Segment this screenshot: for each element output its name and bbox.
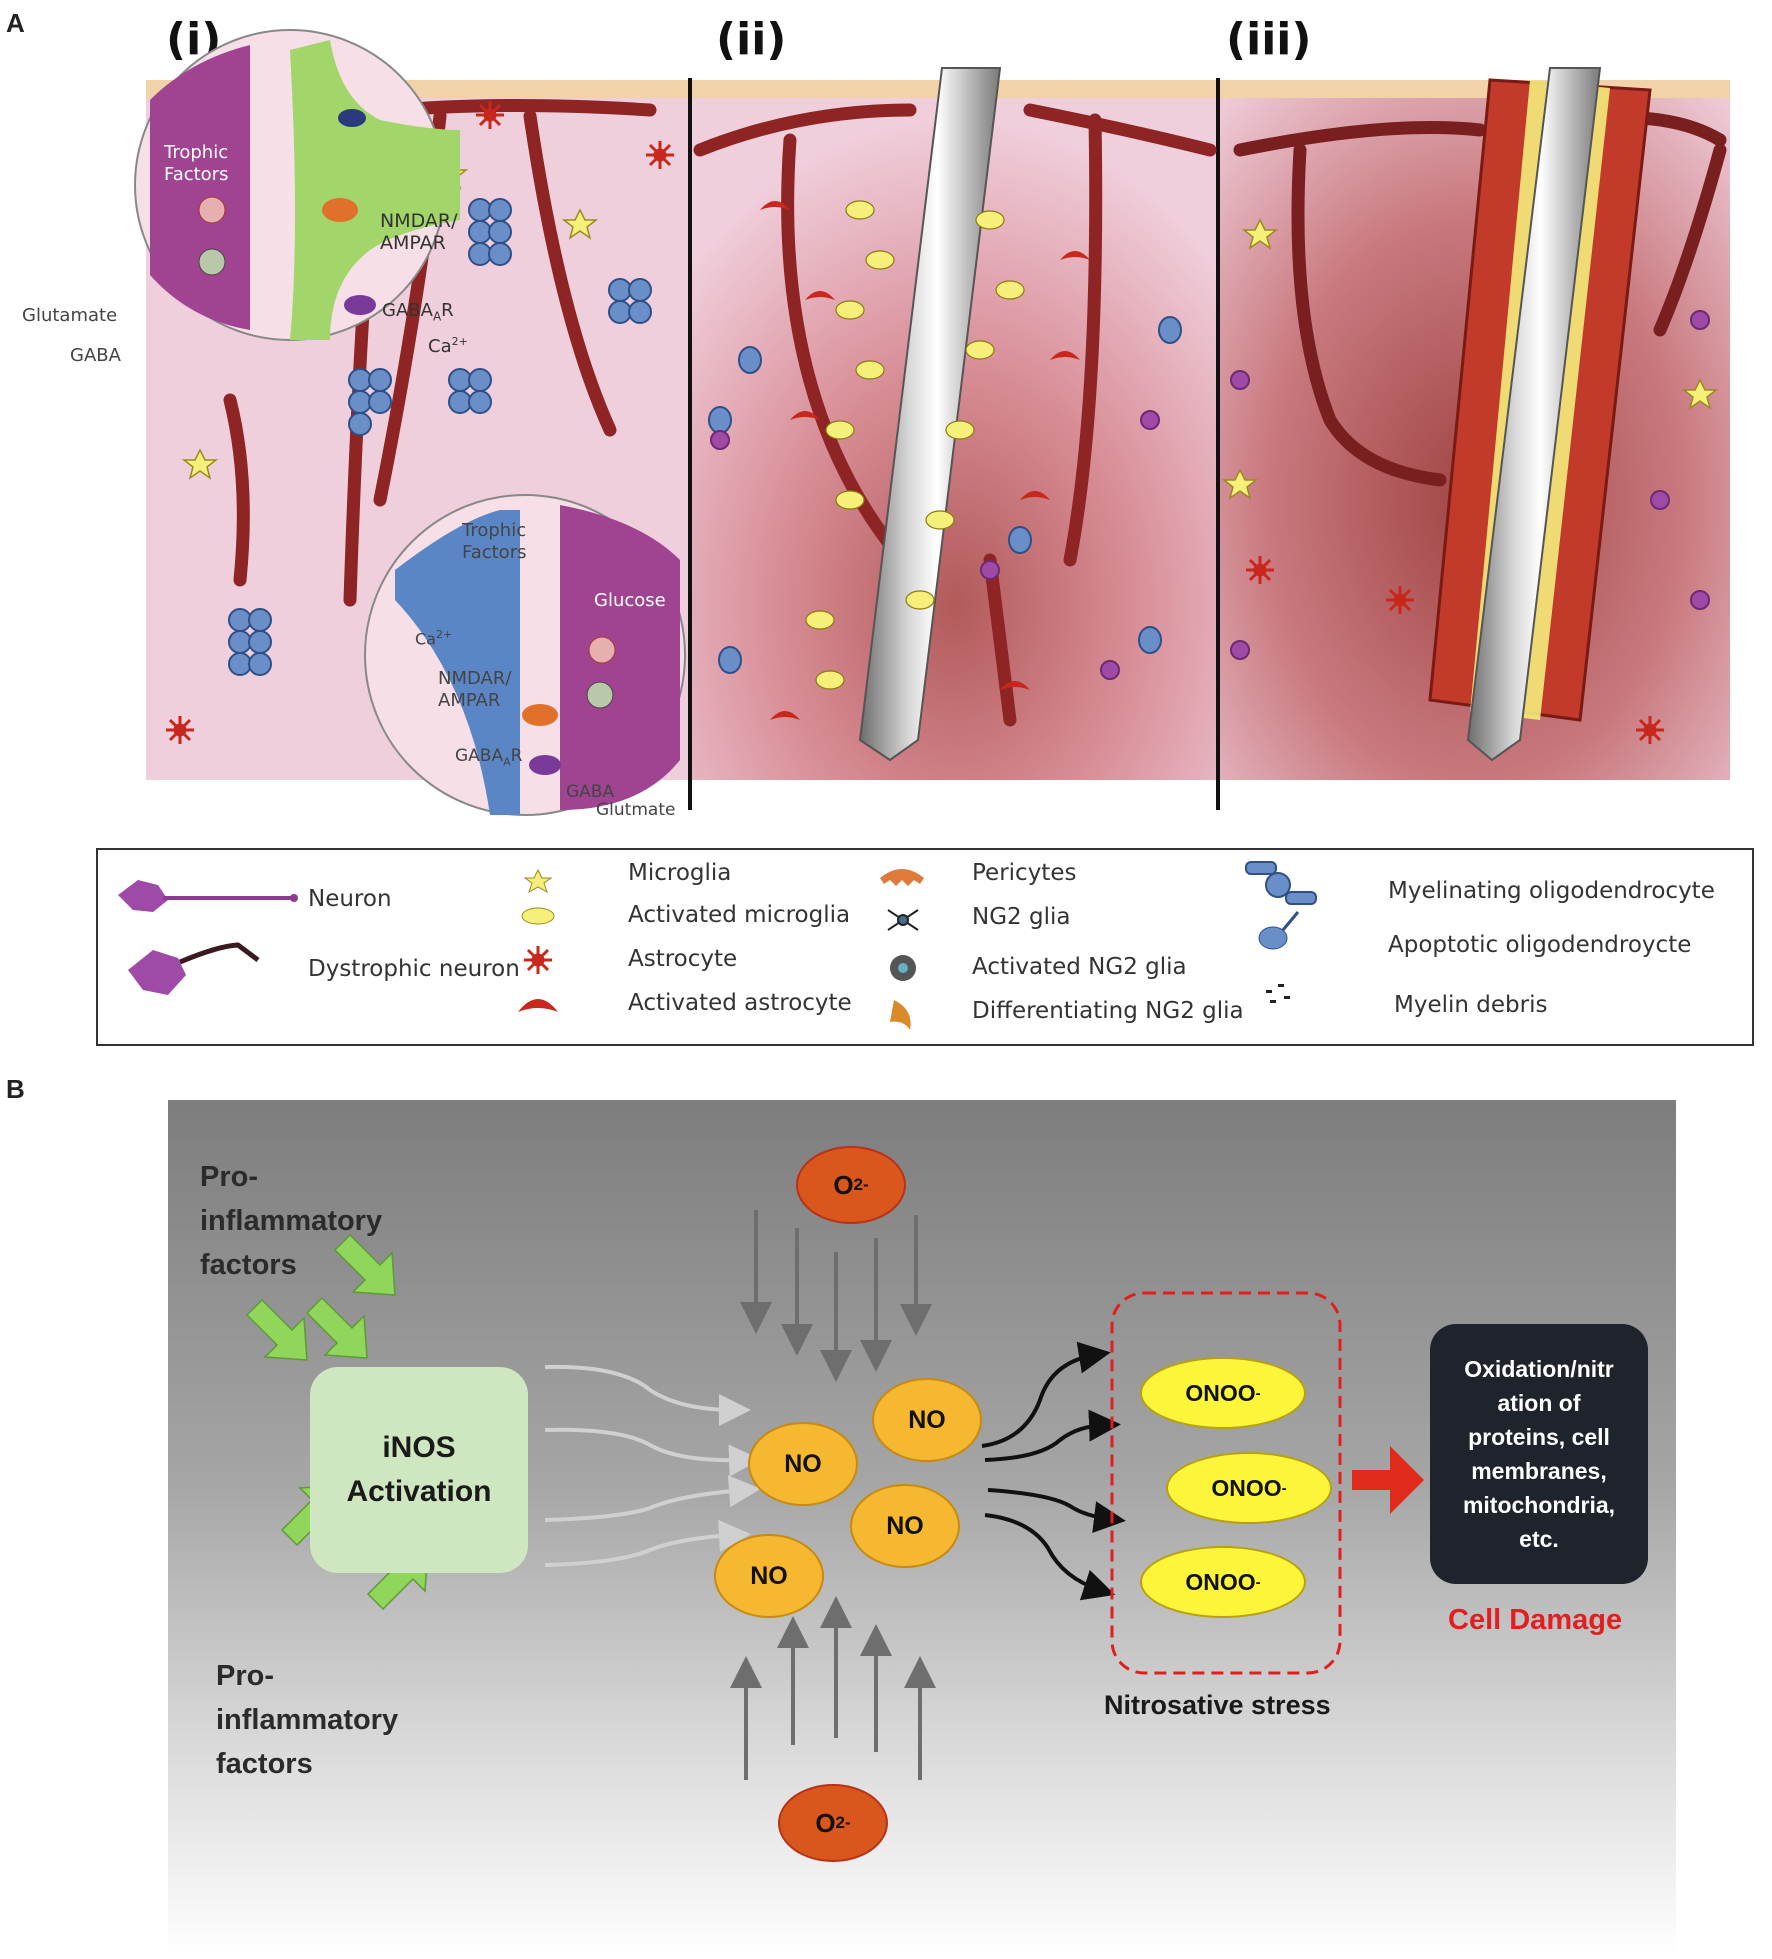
inset-bottom-trophic-label: Trophic Factors	[462, 520, 527, 563]
activated-astrocyte-icon	[518, 999, 558, 1012]
legend-myelin-debris: Myelin debris	[1394, 992, 1548, 1018]
no-molecule-1: NO	[872, 1378, 982, 1462]
legend-box: Neuron Dystrophic neuron Microglia Activ…	[96, 848, 1754, 1046]
legend-icons	[118, 861, 1317, 1030]
legend-differentiating-ng2-glia: Differentiating NG2 glia	[972, 998, 1244, 1024]
synapse-inset-top	[134, 29, 460, 341]
legend-neuron: Neuron	[308, 886, 392, 912]
ca-label-top: Ca2+	[428, 335, 468, 357]
legend-pericytes: Pericytes	[972, 860, 1077, 886]
ca-label-bottom: Ca2+	[415, 628, 453, 649]
activated-ng2-glia-icon	[890, 955, 916, 981]
no-to-onoo-arrows	[981, 1341, 1126, 1601]
legend-dystrophic-neuron: Dystrophic neuron	[308, 956, 520, 982]
dystrophic-neuron-icon	[128, 942, 260, 995]
legend-microglia: Microglia	[628, 860, 732, 886]
inset-top-glutamate-label: Glutamate	[22, 305, 118, 326]
subpanel-label-ii: (ii)	[716, 14, 787, 65]
inset-bottom-gaba-label: GABA	[566, 782, 615, 802]
panel-b-label: B	[6, 1074, 25, 1104]
astrocyte-icon	[524, 946, 552, 974]
inset-bottom-gabaar-label: GABAAR	[455, 746, 523, 769]
electrode-iii	[1466, 67, 1602, 762]
cell-damage-label: Cell Damage	[1448, 1604, 1623, 1636]
red-block-arrow	[1352, 1446, 1424, 1514]
pericyte-icon	[880, 869, 924, 886]
no-molecule-4: NO	[714, 1534, 824, 1618]
inset-bottom-glutamate-label: Glutmate	[596, 800, 676, 820]
inset-bottom-nmdar-label: NMDAR/ AMPAR	[438, 668, 512, 711]
legend-activated-microglia: Activated microglia	[628, 902, 851, 928]
peroxynitrite-3: ONOO-	[1140, 1546, 1306, 1618]
electrode-ii	[858, 67, 1002, 762]
differentiating-ng2-glia-icon	[890, 1000, 911, 1030]
inos-to-no-arrows	[544, 1364, 761, 1567]
panel-a-illustration	[134, 29, 1730, 816]
activated-microglia-icon	[521, 907, 555, 925]
subpanel-label-iii: (iii)	[1226, 14, 1312, 65]
peroxynitrite-1: ONOO-	[1140, 1357, 1306, 1429]
legend-ng2-glia: NG2 glia	[972, 904, 1071, 930]
o2-arrows	[730, 1210, 936, 1780]
no-molecule-2: NO	[748, 1422, 858, 1506]
inset-top-gaba-label: GABA	[70, 345, 121, 366]
nitrosative-stress-box	[1110, 1291, 1342, 1675]
legend-astrocyte: Astrocyte	[628, 946, 738, 972]
legend-myelinating-oligodendrocyte: Myelinating oligodendrocyte	[1388, 878, 1715, 904]
neuron-icon	[118, 880, 298, 912]
cells-decor	[166, 101, 1719, 744]
inset-top-gabaar-label: GABAAR	[382, 300, 454, 324]
inset-bottom-glucose-label: Glucose	[594, 590, 666, 611]
inset-top-nmdar-label: NMDAR/ AMPAR	[380, 210, 458, 254]
legend-activated-astrocyte: Activated astrocyte	[628, 990, 852, 1016]
oxidation-damage-box: Oxidation/nitr ation of proteins, cell m…	[1430, 1324, 1648, 1584]
panel-a-label: A	[6, 8, 25, 38]
synapse-inset-bottom	[364, 494, 686, 816]
apoptotic-oligodendrocyte-icon	[1258, 911, 1300, 950]
myelinating-oligodendrocyte-icon	[1245, 861, 1317, 905]
ng2-glia-icon	[887, 909, 919, 931]
inset-top-trophic-label: Trophic Factors	[164, 142, 229, 185]
myelin-debris-icon	[1266, 984, 1290, 1003]
blood-vessels-ii	[693, 103, 1217, 727]
legend-activated-ng2-glia: Activated NG2 glia	[972, 954, 1187, 980]
microglia-icon	[523, 868, 553, 894]
no-molecule-3: NO	[850, 1484, 960, 1568]
legend-apoptotic-oligodendrocyte: Apoptotic oligodendroycte	[1388, 932, 1692, 958]
peroxynitrite-2: ONOO-	[1166, 1452, 1332, 1524]
nitrosative-stress-label: Nitrosative stress	[1104, 1690, 1331, 1720]
